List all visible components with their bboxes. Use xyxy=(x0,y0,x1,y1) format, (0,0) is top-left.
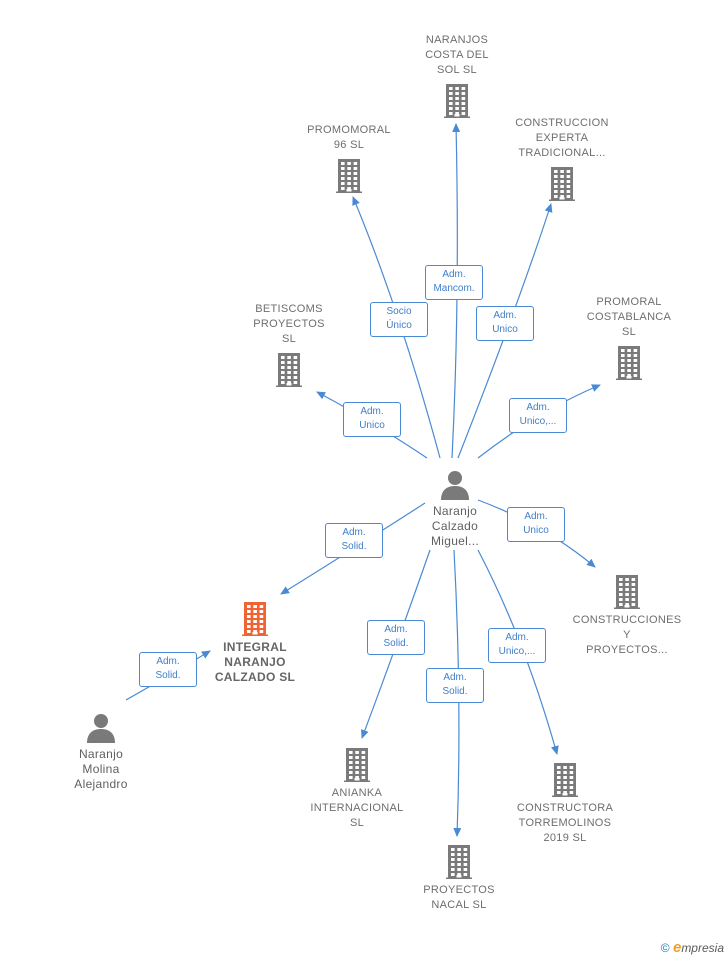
building-icon xyxy=(487,167,637,201)
company-node-naranjos[interactable]: NARANJOS COSTA DEL SOL SL xyxy=(382,33,532,118)
edge-label-integral[interactable]: Adm. Solid. xyxy=(325,523,383,558)
company-node-construccion-experta-label: CONSTRUCCION EXPERTA TRADICIONAL... xyxy=(515,117,609,159)
edge-label-promoral-costablanca[interactable]: Adm. Unico,... xyxy=(509,398,567,433)
person-icon xyxy=(380,470,530,500)
edge-label-construcciones-y-proyectos[interactable]: Adm. Unico xyxy=(507,507,565,542)
company-node-promoral-costablanca-label: PROMORAL COSTABLANCA SL xyxy=(586,296,672,338)
brand-name: mpresia xyxy=(681,941,724,955)
company-node-constructora-torremolinos[interactable]: CONSTRUCTORA TORREMOLINOS 2019 SL xyxy=(490,763,640,846)
other-person-node[interactable]: Naranjo Molina Alejandro xyxy=(26,713,176,792)
building-icon xyxy=(214,353,364,387)
company-node-integral[interactable]: INTEGRAL NARANJO CALZADO SL xyxy=(180,602,330,685)
building-icon xyxy=(274,159,424,193)
company-node-construcciones-y-proyectos-label: CONSTRUCCIONES Y PROYECTOS... xyxy=(572,614,682,656)
person-icon xyxy=(26,713,176,743)
company-node-betiscoms[interactable]: BETISCOMS PROYECTOS SL xyxy=(214,302,364,387)
company-node-construcciones-y-proyectos[interactable]: CONSTRUCCIONES Y PROYECTOS... xyxy=(552,575,702,658)
company-node-proyectos-nacal[interactable]: PROYECTOS NACAL SL xyxy=(384,845,534,913)
company-node-promomoral96-label: PROMOMORAL 96 SL xyxy=(307,124,391,151)
edge-label-constructora-torremolinos[interactable]: Adm. Unico,... xyxy=(488,628,546,663)
brand-initial: e xyxy=(672,939,682,956)
other-person-node-label: Naranjo Molina Alejandro xyxy=(74,747,128,791)
building-icon xyxy=(282,748,432,782)
building-icon xyxy=(554,346,704,380)
company-node-promoral-costablanca[interactable]: PROMORAL COSTABLANCA SL xyxy=(554,295,704,380)
company-node-anianka[interactable]: ANIANKA INTERNACIONAL SL xyxy=(282,748,432,831)
company-node-naranjos-label: NARANJOS COSTA DEL SOL SL xyxy=(425,34,489,76)
building-icon xyxy=(384,845,534,879)
edge-label-betiscoms[interactable]: Adm. Unico xyxy=(343,402,401,437)
company-node-constructora-torremolinos-label: CONSTRUCTORA TORREMOLINOS 2019 SL xyxy=(516,802,614,844)
company-node-construccion-experta[interactable]: CONSTRUCCION EXPERTA TRADICIONAL... xyxy=(487,116,637,201)
company-node-promomoral96[interactable]: PROMOMORAL 96 SL xyxy=(274,123,424,193)
edge-label-promomoral96[interactable]: Socio Único xyxy=(370,302,428,337)
edge-label-anianka[interactable]: Adm. Solid. xyxy=(367,620,425,655)
edge-label-other_person-to-integral[interactable]: Adm. Solid. xyxy=(139,652,197,687)
building-icon xyxy=(382,84,532,118)
edge-label-proyectos-nacal[interactable]: Adm. Solid. xyxy=(426,668,484,703)
company-node-betiscoms-label: BETISCOMS PROYECTOS SL xyxy=(253,303,325,345)
center-person-node-label: Naranjo Calzado Miguel... xyxy=(430,504,480,548)
company-node-proyectos-nacal-label: PROYECTOS NACAL SL xyxy=(423,884,495,911)
edge-label-construccion-experta[interactable]: Adm. Unico xyxy=(476,306,534,341)
building-icon xyxy=(552,575,702,609)
copyright-symbol: © xyxy=(660,941,670,955)
edge-label-naranjos[interactable]: Adm. Mancom. xyxy=(425,265,483,300)
building-icon xyxy=(180,602,330,636)
company-node-integral-label: INTEGRAL NARANJO CALZADO SL xyxy=(214,640,296,684)
company-node-anianka-label: ANIANKA INTERNACIONAL SL xyxy=(310,787,404,829)
center-person-node[interactable]: Naranjo Calzado Miguel... xyxy=(380,470,530,549)
footer-brand: © empresia xyxy=(661,939,724,956)
building-icon xyxy=(490,763,640,797)
